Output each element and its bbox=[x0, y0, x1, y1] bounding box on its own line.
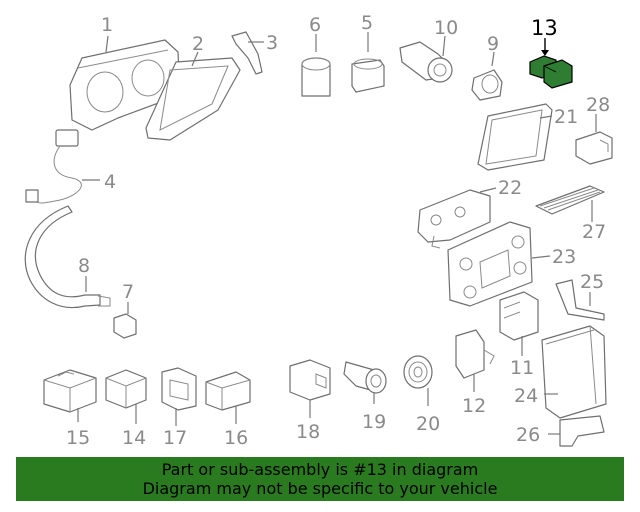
part-14-switch: 14 bbox=[105, 369, 147, 449]
label-23: 23 bbox=[552, 246, 576, 268]
part-22-panel-bracket: 22 bbox=[417, 177, 522, 249]
parts-diagram: 1 2 3 4 8 7 6 bbox=[24, 12, 613, 449]
part-16-switch: 16 bbox=[205, 371, 251, 449]
label-21: 21 bbox=[554, 106, 578, 128]
part-10-ignition-switch: 10 bbox=[399, 17, 458, 83]
label-2: 2 bbox=[192, 33, 204, 55]
label-13: 13 bbox=[531, 16, 558, 40]
part-24-control-module: 24 bbox=[514, 325, 607, 419]
part-4-wiring-harness: 4 bbox=[25, 129, 116, 204]
label-8: 8 bbox=[78, 255, 90, 277]
part-7-sensor: 7 bbox=[113, 281, 137, 339]
label-16: 16 bbox=[224, 427, 248, 449]
part-12-module: 12 bbox=[455, 329, 495, 417]
label-9: 9 bbox=[487, 33, 499, 55]
part-23-control-panel: 23 bbox=[447, 221, 576, 307]
label-25: 25 bbox=[580, 271, 604, 293]
part-20-socket: 20 bbox=[403, 355, 440, 435]
part-21-display-screen: 21 bbox=[477, 103, 578, 171]
part-26-bracket: 26 bbox=[516, 415, 605, 447]
label-15: 15 bbox=[66, 427, 90, 449]
label-10: 10 bbox=[434, 17, 458, 39]
label-24: 24 bbox=[514, 385, 538, 407]
label-5: 5 bbox=[361, 12, 373, 34]
part-25-bracket: 25 bbox=[555, 271, 605, 321]
part-8-hose: 8 bbox=[24, 205, 111, 309]
part-3-bracket: 3 bbox=[231, 31, 278, 75]
label-7: 7 bbox=[122, 281, 134, 303]
label-3: 3 bbox=[266, 32, 278, 54]
label-14: 14 bbox=[122, 427, 146, 449]
part-5-switch: 5 bbox=[351, 12, 385, 93]
label-19: 19 bbox=[362, 411, 386, 433]
part-1-instrument-cluster: 1 bbox=[69, 14, 181, 131]
part-28-connector: 28 bbox=[575, 94, 613, 165]
label-11: 11 bbox=[510, 357, 534, 379]
label-1: 1 bbox=[101, 14, 113, 36]
part-9-bezel-ring: 9 bbox=[471, 33, 503, 101]
banner-line-1: Part or sub-assembly is #13 in diagram bbox=[161, 460, 479, 479]
part-6-switch: 6 bbox=[301, 14, 331, 97]
part-13-switch-highlighted: 13 bbox=[529, 16, 573, 89]
label-20: 20 bbox=[416, 413, 440, 435]
label-17: 17 bbox=[163, 427, 187, 449]
part-15-switch-block: 15 bbox=[43, 369, 97, 449]
part-18-connector: 18 bbox=[289, 359, 331, 443]
label-22: 22 bbox=[498, 177, 522, 199]
part-2-cluster-lens: 2 bbox=[145, 33, 241, 141]
part-17-switch: 17 bbox=[161, 367, 197, 449]
label-26: 26 bbox=[516, 424, 540, 446]
part-19-lighter: 19 bbox=[343, 361, 387, 433]
label-6: 6 bbox=[309, 14, 321, 36]
banner-line-2: Diagram may not be specific to your vehi… bbox=[142, 479, 498, 498]
part-27-filter: 27 bbox=[535, 185, 606, 243]
part-11-connector-block: 11 bbox=[499, 291, 539, 379]
label-12: 12 bbox=[462, 395, 486, 417]
label-18: 18 bbox=[296, 421, 320, 443]
label-4: 4 bbox=[104, 171, 116, 193]
label-27: 27 bbox=[582, 221, 606, 243]
label-28: 28 bbox=[586, 94, 610, 116]
info-banner: Part or sub-assembly is #13 in diagram D… bbox=[16, 457, 624, 501]
